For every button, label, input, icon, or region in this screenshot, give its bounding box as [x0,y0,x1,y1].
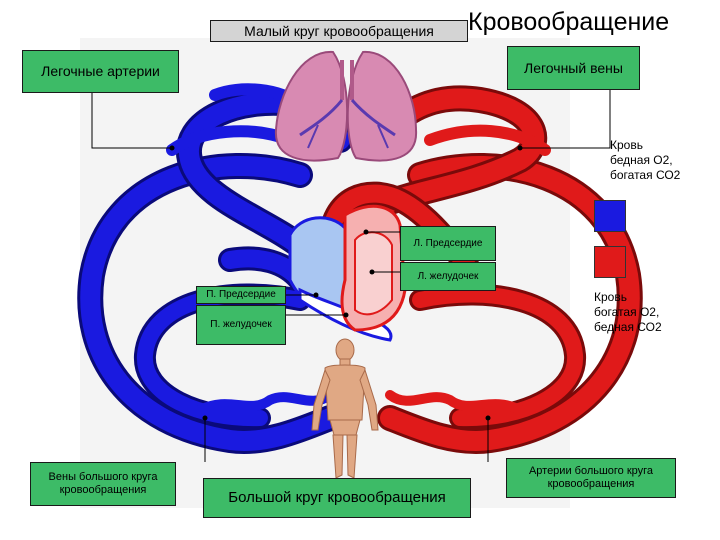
systemic-artery [380,156,640,451]
legend-deoxygenated-text: Кровь бедная О2, богатая СО2 [610,138,680,183]
label-systemic-arteries: Артерии большого круга кровообращения [506,458,676,498]
legend-oxygenated-text: Кровь богатая О2, бедная СО2 [594,290,662,335]
lungs-illustration [274,50,418,162]
leader-dots [169,145,523,421]
label-right-ventricle: П. желудочек [196,305,286,345]
legend-red-swatch [594,246,626,278]
label-left-atrium: Л. Предсердие [400,226,496,261]
label-systemic-circuit: Большой круг кровообращения [203,478,471,518]
label-systemic-veins: Вены большого круга кровообращения [30,462,176,506]
legend-oxygenated-line-1: Кровь [594,290,627,304]
leader-lines [91,90,611,462]
pulmonary-vein-branch [424,124,551,156]
legend-oxygenated-line-3: бедная СО2 [594,320,662,334]
label-right-atrium: П. Предсердие [196,286,286,304]
page-title: Кровообращение [468,8,670,36]
label-pulmonary-arteries: Легочные артерии [22,50,179,93]
arterial-capillaries [385,390,525,415]
label-pulmonary-veins: Легочный вены [507,46,640,90]
leader-pulmonary-veins [520,90,611,149]
legend-deoxygenated-line-2: бедная О2, [610,153,673,167]
label-systemic-veins-text: Вены большого круга кровообращения [48,471,158,496]
venous-capillaries [195,390,335,415]
leader-pulmonary-arteries [91,92,172,149]
legend-deoxygenated-line-3: богатая СО2 [610,168,681,182]
legend-blue-swatch [594,200,626,232]
human-figure-illustration [311,338,379,479]
label-pulmonary-circuit: Малый круг кровообращения [210,20,468,42]
legend-oxygenated-line-2: богатая О2, [594,305,660,319]
label-systemic-arteries-text: Артерии большого круга кровообращения [528,465,654,490]
label-left-ventricle: Л. желудочек [400,262,496,291]
legend-deoxygenated-line-1: Кровь [610,138,643,152]
